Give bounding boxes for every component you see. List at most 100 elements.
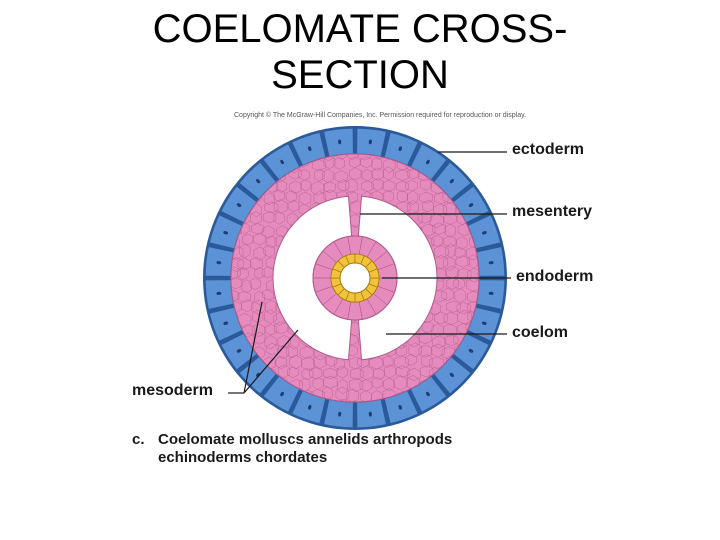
mesoderm-cell [407, 167, 420, 180]
mesoderm-cell [446, 300, 461, 313]
mesoderm-cell [251, 299, 266, 315]
caption-line2: echinoderms chordates [158, 449, 328, 466]
mesoderm-cell [466, 387, 480, 402]
mesoderm-cell [382, 166, 394, 181]
mesoderm-cell [431, 235, 443, 247]
mesoderm-cell [396, 180, 409, 193]
mesoderm-cell [418, 332, 433, 345]
mesoderm-cell [420, 178, 432, 191]
mesoderm-cell [432, 335, 447, 349]
mesoderm-cell [241, 299, 254, 313]
mesoderm-cell [358, 153, 371, 161]
mesoderm-cell [407, 200, 419, 215]
label-mesoderm: mesoderm [132, 382, 213, 399]
ectoderm-nucleus [468, 203, 474, 207]
mesoderm-cell [309, 367, 323, 380]
mesoderm-cell [443, 256, 456, 271]
mesoderm-cell [230, 300, 242, 314]
mesoderm-cell [454, 247, 466, 259]
mesoderm-cell [394, 355, 409, 370]
mesoderm-cell [335, 153, 348, 160]
ectoderm-nucleus [481, 231, 487, 235]
mesoderm-cell [383, 189, 394, 203]
ectoderm-nucleus [488, 291, 494, 295]
mesoderm-cell [346, 388, 359, 403]
mesoderm-cell [421, 320, 434, 334]
mesoderm-cell [334, 170, 348, 184]
mesoderm-cell [323, 367, 337, 380]
slide-title-line2: SECTION [271, 53, 449, 97]
mesoderm-cell [335, 386, 350, 402]
mesoderm-cell [457, 309, 472, 325]
mesoderm-cell [298, 191, 312, 206]
mesoderm-cell [457, 153, 472, 162]
ectoderm-nucleus [368, 411, 372, 417]
mesoderm-cell [264, 201, 279, 214]
mesoderm-cell [314, 168, 325, 182]
mesoderm-cell [434, 311, 448, 325]
mesoderm-cell [301, 356, 315, 371]
mesoderm-cell [434, 192, 449, 205]
ectoderm-nucleus [280, 391, 284, 397]
mesoderm-cell [384, 364, 396, 379]
mesoderm-cell [349, 167, 362, 181]
ectoderm-nucleus [449, 179, 454, 184]
mesoderm-cell [465, 379, 480, 393]
mesoderm-cell [230, 266, 241, 279]
mesoderm-cell [265, 323, 277, 336]
ectoderm-nucleus [488, 261, 494, 265]
mesoderm-cell [263, 244, 275, 258]
mesoderm-cell [345, 178, 358, 194]
mesoderm-cell [273, 189, 285, 202]
slide-title: COELOMATE CROSS- SECTION [0, 6, 720, 98]
gut-lumen [339, 262, 371, 294]
ectoderm-nucleus [398, 146, 402, 152]
mesoderm-cell [287, 366, 299, 379]
mesoderm-cell [467, 267, 480, 283]
mesoderm-cell [277, 335, 291, 349]
mesoderm-cell [273, 199, 288, 214]
mesoderm-cell [371, 178, 384, 191]
mesoderm-cell [467, 159, 480, 173]
mesoderm-cell [277, 345, 290, 360]
mesoderm-cell [457, 267, 472, 281]
mesoderm-cell [393, 375, 408, 391]
mesoderm-cell [482, 389, 495, 401]
mesoderm-cell [278, 364, 290, 379]
mesoderm-cell [337, 365, 348, 379]
mesoderm-cell [322, 168, 334, 184]
mesoderm-cell [359, 365, 374, 381]
mesoderm-cell [251, 323, 266, 337]
mesoderm-cell [253, 232, 266, 246]
mesoderm-cell [455, 255, 470, 268]
mesoderm-cell [299, 346, 314, 359]
mesoderm-cell [349, 377, 364, 392]
mesoderm-cell [333, 157, 345, 170]
mesoderm-cell [432, 222, 446, 235]
mesoderm-cell [457, 223, 472, 237]
endoderm-layer [330, 253, 380, 303]
mesoderm-cell [477, 268, 480, 283]
mesoderm-cell [361, 169, 373, 182]
leader-mesoderm-1 [243, 301, 263, 394]
mesoderm-cell [396, 189, 408, 204]
leader-mesoderm-2 [243, 329, 299, 394]
mesoderm-cell [249, 256, 263, 271]
mesoderm-cell [407, 367, 421, 381]
mesoderm-cell [407, 190, 419, 205]
mesoderm-cell [454, 389, 469, 403]
ectoderm-nucleus [280, 159, 284, 165]
mesoderm-cell [322, 375, 338, 389]
mesoderm-cell [250, 203, 262, 218]
mesoderm-cell [445, 265, 459, 279]
mesoderm-cell [443, 213, 457, 225]
mesoderm-cell [301, 368, 314, 380]
ectoderm-nucleus [216, 291, 222, 295]
caption-letter: c. [132, 431, 145, 448]
mesoderm-cell [336, 398, 351, 403]
mesoderm-cell [264, 309, 277, 324]
ectoderm-nucleus [216, 261, 222, 265]
mesoderm-cell [481, 367, 494, 381]
mesoderm-cell [468, 153, 480, 158]
mesoderm-cell [429, 356, 444, 369]
